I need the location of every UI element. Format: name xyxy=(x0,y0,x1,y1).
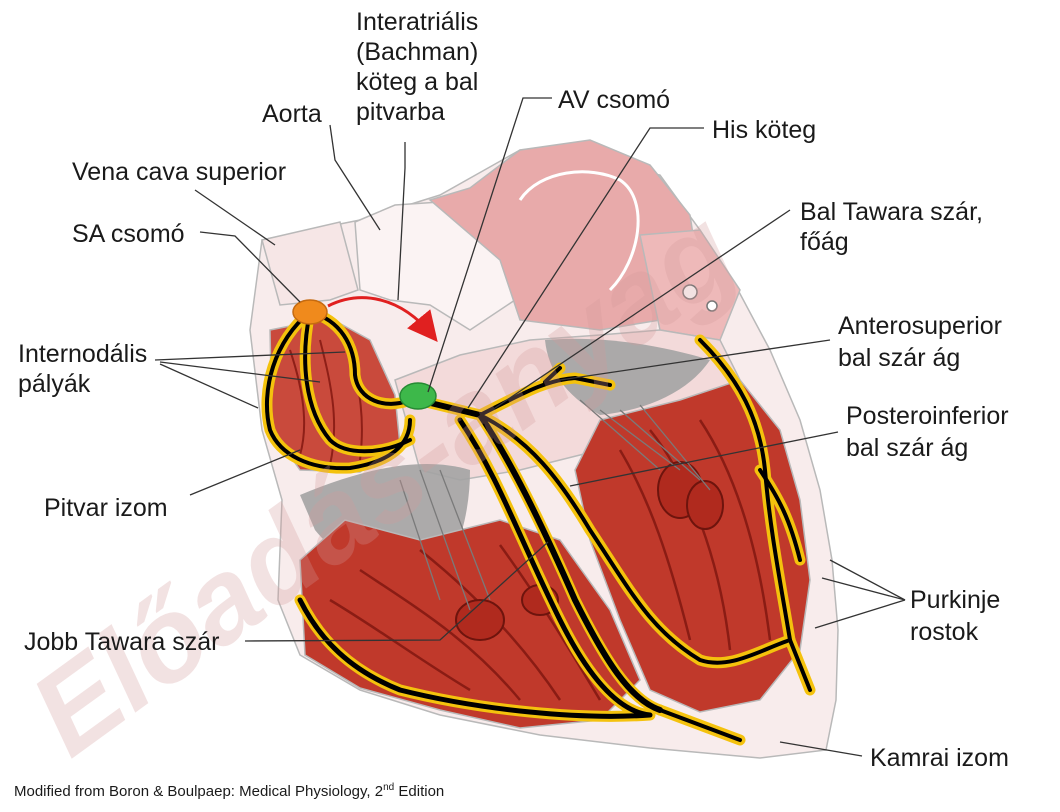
label-left-bundle: Bal Tawara szár, főág xyxy=(800,198,990,256)
label-anterosuperior: Anterosuperior bal szár ág xyxy=(838,312,1009,372)
label-ventricular-muscle: Kamrai izom xyxy=(870,744,1009,772)
av-node xyxy=(399,382,437,410)
label-sa-node: SA csomó xyxy=(72,220,185,248)
label-internodal: Internodális pályák xyxy=(18,340,154,398)
source-caption: Modified from Boron & Boulpaep: Medical … xyxy=(14,782,444,800)
caption-superscript: nd xyxy=(383,782,394,793)
posteroinferior-branch-fiber xyxy=(478,413,792,665)
chordae-tendineae xyxy=(399,399,711,611)
vena-cava-vessel xyxy=(261,221,359,306)
label-his-bundle: His köteg xyxy=(712,116,816,144)
mitral-valve-area xyxy=(545,338,710,415)
papillary-muscle-right-1 xyxy=(455,599,505,641)
interatrial-impulse-arrow xyxy=(327,296,438,342)
label-vena-cava: Vena cava superior xyxy=(72,158,286,186)
internodal-pathway-anterior xyxy=(265,310,412,471)
internodal-pathway-posterior xyxy=(308,310,412,406)
right-ventricle-texture xyxy=(329,544,602,701)
left-bundle-main-fiber xyxy=(477,412,663,713)
conduction-system xyxy=(261,296,816,746)
label-interatrial: Interatriális (Bachman) köteg a bal pitv… xyxy=(356,8,485,126)
left-ventricle-muscle xyxy=(574,379,811,713)
label-atrial-muscle: Pitvar izom xyxy=(44,494,168,522)
internodal-pathway-middle xyxy=(303,310,412,454)
purkinje-fibers-apex xyxy=(658,468,812,742)
purkinje-fibers-lateral xyxy=(698,338,792,642)
label-aorta: Aorta xyxy=(262,100,322,128)
caption-tail: Edition xyxy=(394,783,444,800)
right-bundle-fiber xyxy=(297,417,653,719)
label-av-node: AV csomó xyxy=(558,86,670,114)
pulmonary-vein-1 xyxy=(682,284,698,300)
pulmonary-vein-2 xyxy=(706,300,718,312)
labels: Interatriális (Bachman) köteg a bal pitv… xyxy=(18,8,1016,772)
label-purkinje: Purkinje rostok xyxy=(910,586,1007,646)
sa-node xyxy=(292,299,328,325)
label-posteroinferior: Posteroinferior bal szár ág xyxy=(846,402,1016,462)
caption-main: Modified from Boron & Boulpaep: Medical … xyxy=(14,783,383,800)
papillary-muscle-left-2 xyxy=(686,480,724,530)
label-right-bundle: Jobb Tawara szár xyxy=(24,628,219,656)
pulmonary-trunk-inner xyxy=(518,170,640,292)
leader-lines xyxy=(154,97,906,757)
heart-illustration xyxy=(249,139,839,759)
